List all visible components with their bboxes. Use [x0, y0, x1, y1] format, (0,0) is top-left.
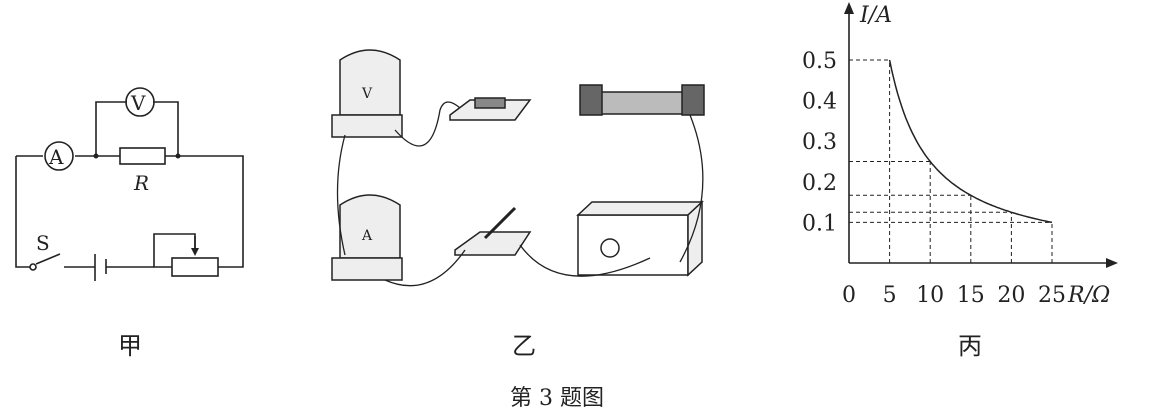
voltmeter-label: V [130, 91, 146, 115]
x-tick-label: 25 [1038, 283, 1066, 308]
y-axis-label: I/A [859, 3, 892, 28]
x-tick-label: 0 [842, 283, 856, 308]
panel-label-yi: 乙 [512, 332, 536, 360]
y-tick-label: 0.1 [802, 211, 837, 236]
x-axis-arrow [1106, 258, 1118, 268]
ammeter-label: A [48, 145, 64, 169]
ammeter-device [339, 194, 401, 259]
figure-caption: 第 3 题图 [510, 386, 604, 411]
x-tick-label: 5 [883, 283, 897, 308]
panel-label-jia: 甲 [118, 332, 142, 360]
current-resistance-chart: 0 5 10 15 20 25 0.1 0.2 0.3 0.4 0.5R/Ω I/A [802, 2, 1118, 308]
y-tick-label: 0.4 [802, 90, 837, 115]
voltmeter-device-label: V [361, 86, 373, 102]
resistor-device [449, 99, 532, 121]
x-tick-label: 10 [916, 283, 944, 308]
voltmeter-device [339, 49, 401, 116]
y-tick-label: 0.5 [802, 49, 837, 74]
voltmeter-symbol [125, 87, 155, 117]
y-tick-label: 0.3 [802, 130, 837, 155]
ammeter-symbol [44, 141, 74, 171]
apparatus [331, 49, 705, 281]
resistor-label: R [133, 171, 149, 195]
power-supply [577, 214, 689, 276]
y-axis-arrow [844, 2, 854, 14]
x-tick-label: 20 [997, 283, 1025, 308]
switch-label: S [36, 231, 50, 255]
switch-device [454, 231, 532, 256]
y-tick-label: 0.2 [802, 171, 837, 196]
x-tick-label: 15 [957, 283, 985, 308]
ammeter-device-label: A [361, 228, 373, 244]
panel-label-bing: 丙 [958, 332, 982, 360]
x-axis-label: R/Ω [1067, 283, 1110, 308]
resistor-R [119, 147, 166, 165]
series-line [888, 59, 1053, 224]
